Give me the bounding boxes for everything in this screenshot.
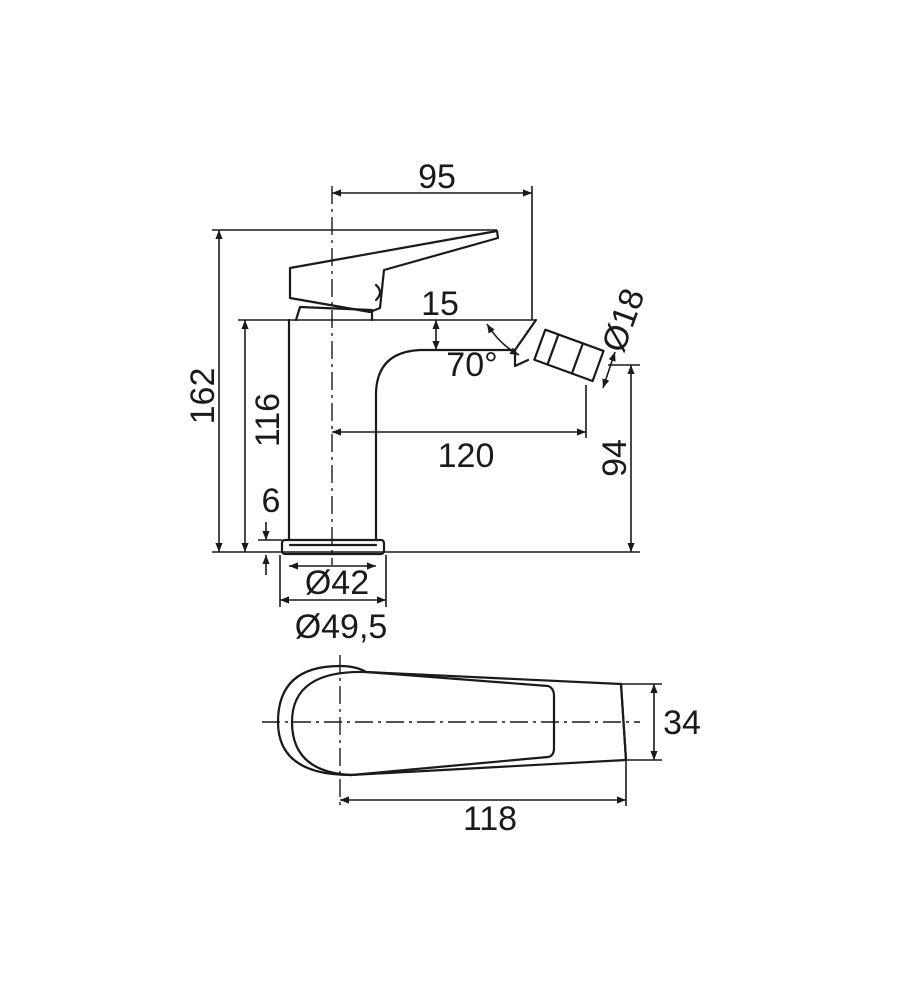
side-view: [280, 186, 605, 565]
label-120: 120: [438, 437, 495, 475]
nozzle-head: [533, 328, 605, 383]
label-34: 34: [663, 704, 701, 742]
top-view-outline: [276, 664, 628, 777]
dim-arc-70: [486, 323, 520, 356]
label-116: 116: [249, 393, 287, 447]
top-view-base-arc: [290, 670, 368, 777]
label-162: 162: [184, 368, 222, 425]
lever-cartridge-cap: [374, 283, 382, 302]
label-diameter-49-5: Ø49,5: [295, 608, 388, 646]
top-view: [262, 655, 640, 805]
spout-outlet: [513, 348, 530, 368]
label-6: 6: [262, 482, 281, 520]
faucet-body-outline: [287, 318, 538, 542]
label-94: 94: [596, 439, 634, 477]
label-diameter-18: Ø18: [595, 284, 653, 357]
base-flange: [280, 538, 386, 556]
label-70-degrees: 70°: [446, 346, 497, 384]
label-118: 118: [463, 800, 517, 838]
dim-line-18: [602, 351, 616, 389]
label-15: 15: [421, 285, 459, 323]
top-view-lever-face: [349, 670, 556, 777]
label-95: 95: [418, 158, 456, 196]
top-view-lever-tip: [619, 682, 628, 762]
side-dimensions: [212, 186, 640, 607]
top-dimensions: [340, 683, 662, 806]
lever-neck: [294, 305, 374, 322]
lever-handle-outline: [288, 229, 500, 314]
label-diameter-42: Ø42: [305, 564, 369, 602]
